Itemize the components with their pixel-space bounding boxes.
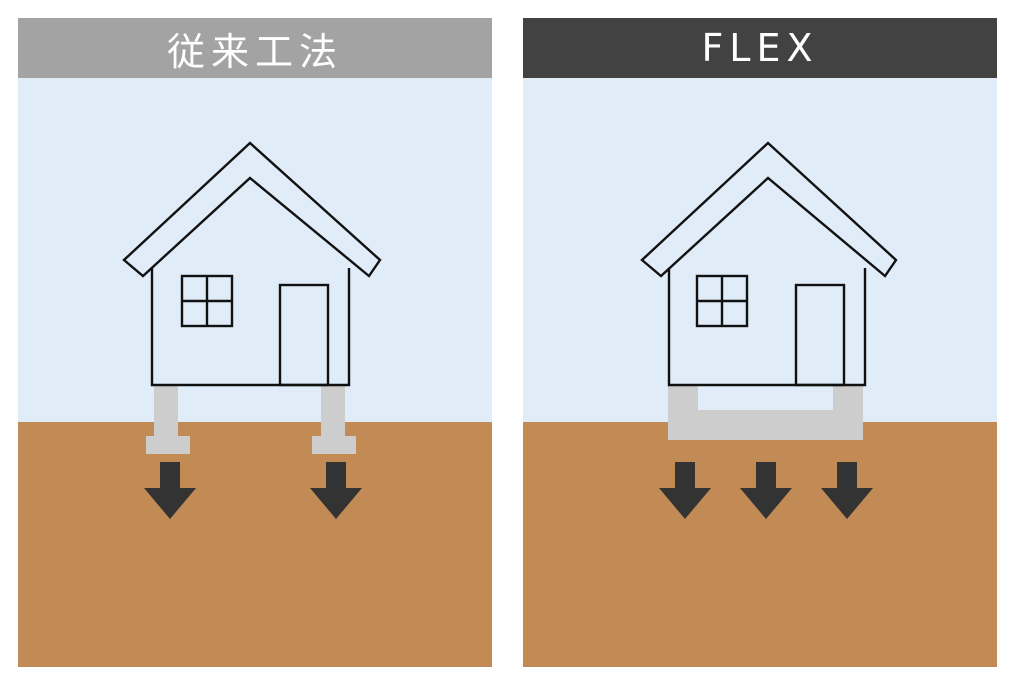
panel-conventional: 従来工法	[18, 18, 492, 667]
pile-foundation-left	[146, 386, 190, 454]
door-icon	[278, 283, 330, 387]
pile-foundation-right	[312, 386, 356, 454]
down-arrow-icon	[821, 462, 873, 519]
sky	[18, 78, 492, 422]
door-icon	[794, 283, 846, 387]
ground	[523, 422, 997, 667]
down-arrow-icon	[310, 462, 362, 519]
down-arrow-icon	[740, 462, 792, 519]
house-icon	[122, 141, 382, 387]
sky	[523, 78, 997, 422]
scene-flex	[523, 78, 997, 667]
scene-conventional	[18, 78, 492, 667]
mat-foundation	[668, 386, 863, 440]
panel-flex: FLEX	[523, 18, 997, 667]
panel-header-conventional: 従来工法	[18, 18, 492, 78]
panel-title-conventional: 従来工法	[166, 29, 343, 74]
house-icon	[640, 141, 898, 387]
down-arrow-icon	[144, 462, 196, 519]
ground	[18, 422, 492, 667]
down-arrow-icon	[659, 462, 711, 519]
panel-title-flex: FLEX	[701, 26, 819, 70]
panel-header-flex: FLEX	[523, 18, 997, 78]
